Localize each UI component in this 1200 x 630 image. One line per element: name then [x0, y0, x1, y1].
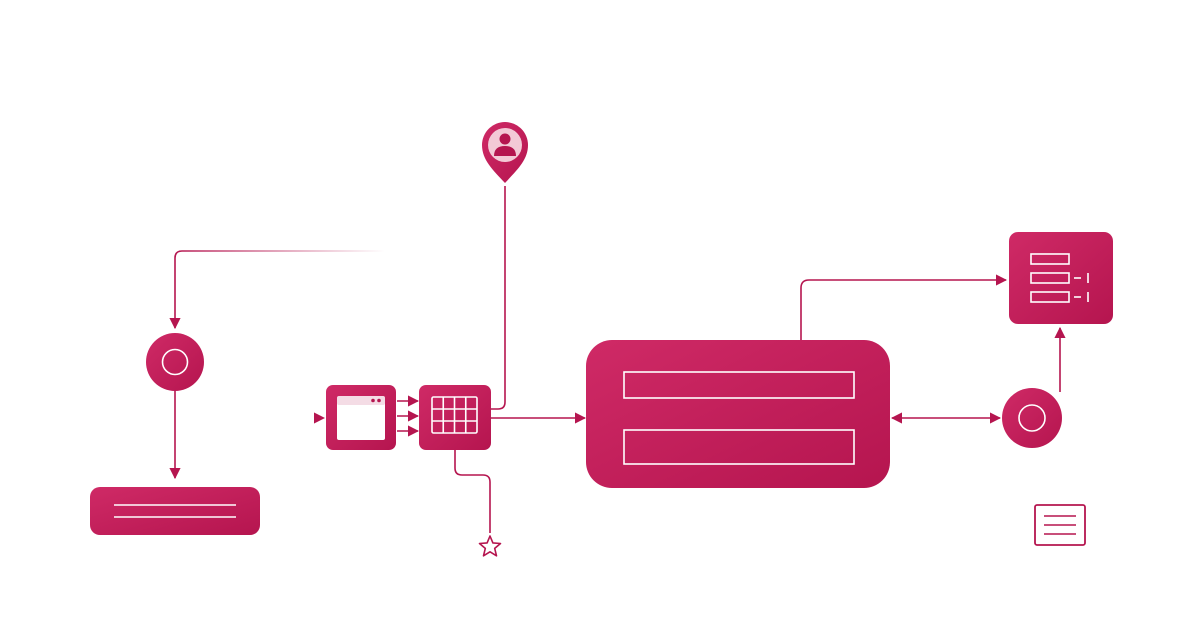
- central-field-top: [623, 371, 855, 399]
- circle-node-icon: [161, 348, 189, 376]
- document-lines-icon[interactable]: [1034, 504, 1086, 546]
- bottom-left-bar[interactable]: [90, 487, 260, 535]
- right-circle-node[interactable]: [1002, 388, 1062, 448]
- grid-table-icon: [431, 396, 478, 434]
- list-card[interactable]: [1009, 232, 1113, 324]
- left-circle-node[interactable]: [146, 333, 204, 391]
- browser-window-icon: [337, 396, 385, 440]
- grid-table-box[interactable]: [419, 385, 491, 450]
- edge-pin-to-grid: [491, 186, 506, 410]
- central-field-bottom: [623, 429, 855, 465]
- edge-top-to-left-circle: [169, 250, 385, 330]
- browser-window-box[interactable]: [326, 385, 396, 450]
- circle-node-icon: [1018, 404, 1046, 432]
- list-document-icon: [1030, 253, 1089, 303]
- edge-block-to-list-card: [800, 274, 1008, 340]
- user-pin[interactable]: [482, 122, 528, 183]
- star-icon[interactable]: [478, 535, 502, 557]
- edge-grid-to-star: [454, 450, 491, 533]
- central-block[interactable]: [586, 340, 890, 488]
- user-pin-icon: [494, 133, 516, 156]
